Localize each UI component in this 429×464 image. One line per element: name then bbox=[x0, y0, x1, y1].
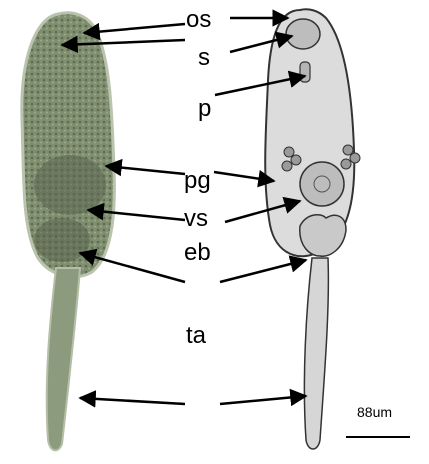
arrow-os-left bbox=[84, 24, 185, 33]
photo-dark-mass-lower bbox=[34, 218, 90, 262]
label-vs: vs bbox=[184, 207, 208, 231]
label-p: p bbox=[198, 97, 211, 121]
arrow-ta-left bbox=[80, 398, 185, 404]
pharynx bbox=[300, 62, 310, 82]
label-pg: pg bbox=[184, 169, 211, 193]
scale-bar-label: 88um bbox=[357, 405, 392, 419]
arrow-eb-right bbox=[220, 260, 306, 282]
specimen-drawing bbox=[265, 9, 360, 449]
label-os: os bbox=[186, 8, 211, 32]
drawing-tail bbox=[304, 258, 328, 449]
specimen-photo bbox=[22, 13, 115, 451]
label-eb: eb bbox=[184, 241, 211, 265]
photo-tail bbox=[47, 268, 80, 450]
arrow-pg-left bbox=[106, 166, 185, 174]
label-ta: ta bbox=[186, 324, 206, 348]
label-s: s bbox=[198, 46, 210, 70]
excretory-bladder bbox=[300, 215, 346, 257]
photo-dark-mass bbox=[34, 155, 106, 215]
oral-sucker bbox=[286, 19, 320, 49]
arrow-ta-right bbox=[220, 396, 306, 404]
ventral-sucker bbox=[300, 162, 344, 206]
